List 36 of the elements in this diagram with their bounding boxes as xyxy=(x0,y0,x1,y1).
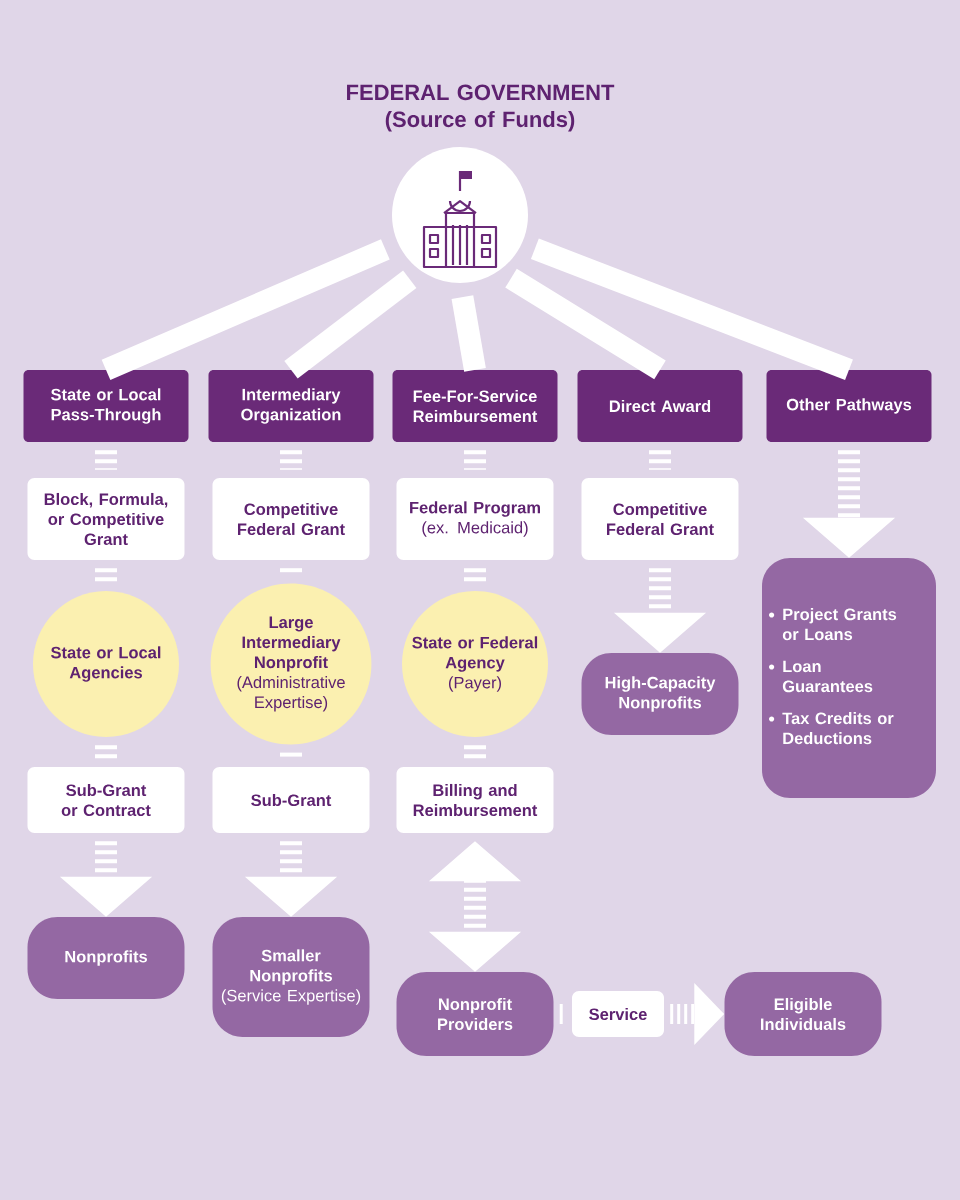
step-box: Competitive Federal Grant xyxy=(581,478,739,560)
connector xyxy=(284,270,417,379)
connector xyxy=(649,450,671,470)
connector xyxy=(464,450,486,470)
connector xyxy=(280,752,302,759)
pathway-box: State or Local Pass-Through xyxy=(23,370,189,442)
connector xyxy=(505,268,666,380)
connector xyxy=(464,745,486,759)
step-box: Block, Formula, or Competitive Grant xyxy=(27,478,185,560)
step-box: Sub-Grant xyxy=(212,767,370,833)
connector xyxy=(530,238,853,381)
government-circle xyxy=(392,147,528,283)
connector xyxy=(464,568,486,583)
service-box: Service xyxy=(572,991,664,1037)
recipient-box: High-Capacity Nonprofits xyxy=(581,653,739,735)
pathway-box: Direct Award xyxy=(577,370,743,442)
pathway-box: Fee-For-Service Reimbursement xyxy=(392,370,558,442)
recipient-box: Nonprofits xyxy=(27,917,185,999)
recipient-box: Eligible Individuals xyxy=(724,972,882,1056)
step-box: Sub-Grant or Contract xyxy=(27,767,185,833)
connector xyxy=(559,1004,564,1024)
connector xyxy=(95,568,117,583)
step-box: Federal Program (ex. Medicaid) xyxy=(396,478,554,560)
connector xyxy=(101,239,390,380)
step-box: Billing and Reimbursement xyxy=(396,767,554,833)
recipient-box: Smaller Nonprofits (Service Expertise) xyxy=(212,917,370,1037)
pathway-box: Intermediary Organization xyxy=(208,370,374,442)
pathway-box: Other Pathways xyxy=(766,370,932,442)
connector xyxy=(95,450,117,470)
step-box: Competitive Federal Grant xyxy=(212,478,370,560)
connector xyxy=(451,295,486,372)
recipient-box: Nonprofit Providers xyxy=(396,972,554,1056)
connector xyxy=(95,745,117,759)
pathway-list-box: Project Grants or Loans Loan Guarantees Tax Credits or Deductions xyxy=(762,558,936,798)
title: FEDERAL GOVERNMENT (Source of Funds) xyxy=(347,84,615,132)
connector xyxy=(280,450,302,470)
